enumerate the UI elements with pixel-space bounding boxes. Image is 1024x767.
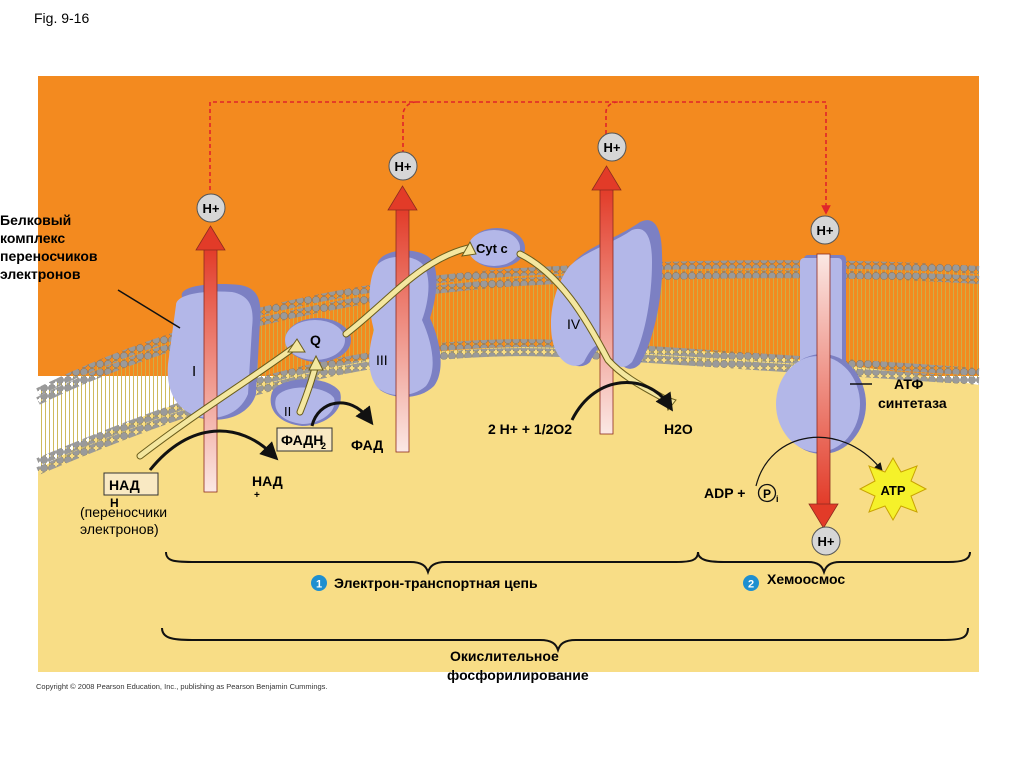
- fadh2-subscript: 2: [321, 441, 326, 451]
- complex-1-label: I: [192, 363, 196, 380]
- proton-ion-synthase-top-label: H+: [817, 223, 834, 238]
- protein-complex-line-3: переносчиков: [0, 248, 98, 264]
- fad-label: ФАД: [351, 437, 383, 453]
- nadh-top-label: НАД: [109, 477, 140, 493]
- section-2-badge: 2: [743, 575, 759, 591]
- complex-4-label: IV: [567, 316, 581, 332]
- section-1-number: 1: [316, 579, 322, 591]
- section-2-number: 2: [748, 579, 754, 591]
- protein-complex-line-4: электронов: [0, 266, 81, 282]
- proton-ion-synthase-bottom: H+: [812, 527, 840, 555]
- complex-3-label: III: [376, 352, 388, 368]
- cyt-c-label: Cyt c: [476, 241, 508, 256]
- adp-label: ADP +: [704, 485, 745, 501]
- proton-ion-1-label: H+: [203, 201, 220, 216]
- section-1-title: Электрон-транспортная цепь: [334, 575, 538, 591]
- protein-complex-line-2: комплекс: [0, 230, 65, 246]
- proton-ion-1: H+: [197, 194, 225, 222]
- fadh2-label: ФАДН: [281, 432, 323, 448]
- atp-star-icon: ATP: [860, 458, 926, 520]
- proton-ion-synthase-bottom-label: H+: [818, 534, 835, 549]
- proton-ion-4: H+: [598, 133, 626, 161]
- atp-synthase-line-1: АТФ: [894, 376, 923, 392]
- q-label: Q: [310, 332, 321, 348]
- oxphos-line-2: фосфорилирование: [447, 667, 589, 683]
- section-2-title: Хемоосмос: [767, 571, 845, 587]
- water-reaction-label: 2 H+ + 1/2O2: [488, 421, 572, 437]
- carriers-line-1: (переносчики: [80, 504, 167, 520]
- nad-plus-label: НАД: [252, 473, 283, 489]
- fadh2-box: ФАДН 2: [277, 428, 332, 451]
- section-1-badge: 1: [311, 575, 327, 591]
- protein-complex-line-1: Белковый: [0, 212, 71, 228]
- phosphate-symbol: P: [763, 487, 771, 501]
- oxphos-line-1: Окислительное: [450, 648, 559, 664]
- proton-ion-3: H+: [389, 152, 417, 180]
- atp-label: ATP: [880, 483, 905, 498]
- complex-2-label: II: [284, 404, 291, 419]
- h2o-label: H2O: [664, 421, 693, 437]
- nad-plus-sign: +: [254, 490, 260, 501]
- copyright-notice: Copyright © 2008 Pearson Education, Inc.…: [36, 682, 328, 691]
- phosphate-subscript: i: [776, 494, 779, 504]
- atp-synthase-line-2: синтетаза: [878, 395, 947, 411]
- proton-ion-3-label: H+: [395, 159, 412, 174]
- carriers-line-2: электронов): [80, 521, 159, 537]
- proton-ion-4-label: H+: [604, 140, 621, 155]
- proton-ion-synthase-top: H+: [811, 216, 839, 244]
